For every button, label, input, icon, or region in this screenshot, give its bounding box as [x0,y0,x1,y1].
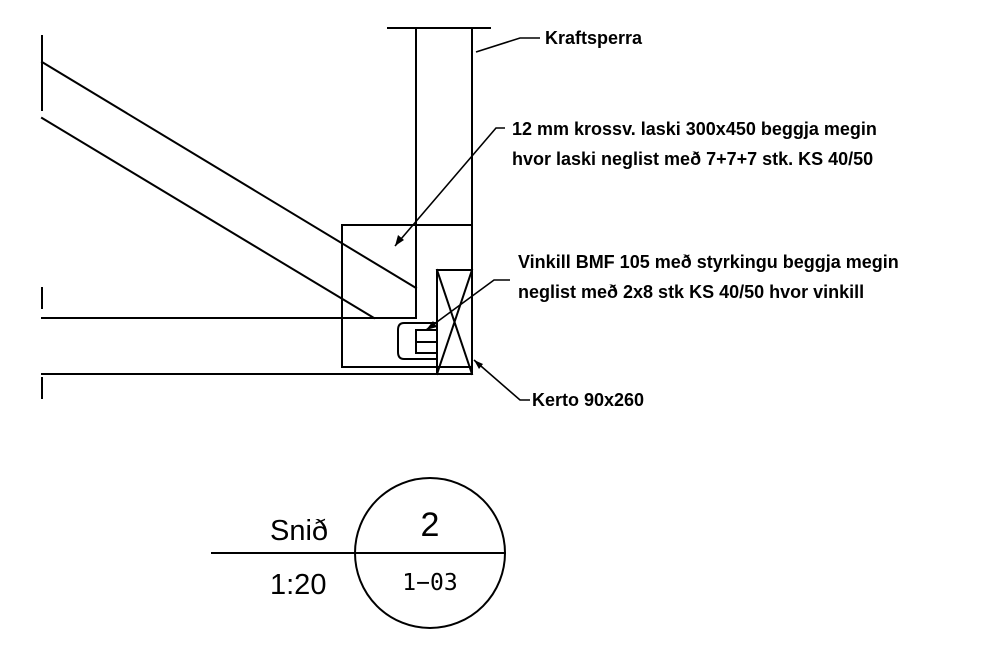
gusset-plate [341,224,473,368]
leader-lines [394,37,540,401]
diagonal-strut [40,60,418,320]
section-number: 2 [421,506,440,544]
label-kerto: Kerto 90x260 [532,390,644,410]
label-kraftsperra: Kraftsperra [545,28,643,48]
label-vinkill-line2: neglist með 2x8 stk KS 40/50 hvor vinkil… [518,282,864,302]
section-sheet-ref: 1−03 [402,570,457,596]
label-laski-line1: 12 mm krossv. laski 300x450 beggja megin [512,119,877,139]
section-scale: 1:20 [270,569,326,601]
kerto-block [435,268,474,376]
label-vinkill-line1: Vinkill BMF 105 með styrkingu beggja meg… [518,252,899,272]
horizontal-beam [41,317,473,375]
section-label: Snið [270,515,328,547]
section-marker: Snið 1:20 2 1−03 [211,477,506,629]
label-laski-line2: hvor laski neglist með 7+7+7 stk. KS 40/… [512,149,873,169]
kraftsperra-rafter [387,27,491,319]
